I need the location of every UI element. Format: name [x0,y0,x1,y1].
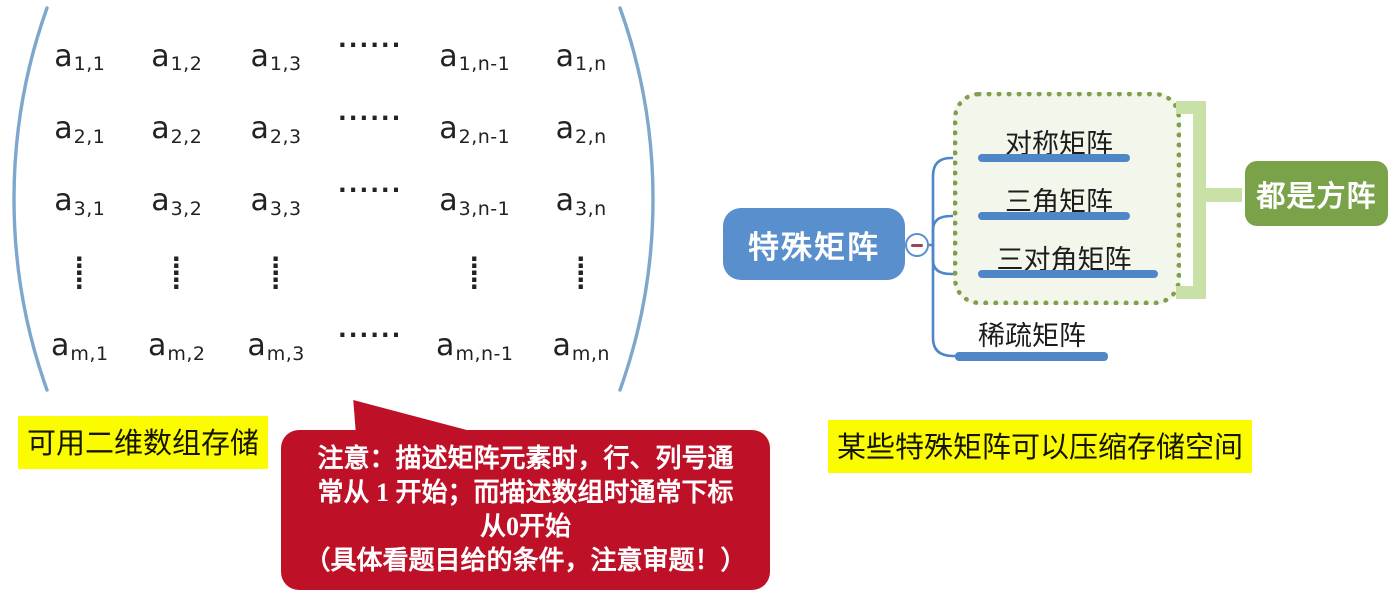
matrix-ellipsis-h: ······ [337,33,403,60]
callout-tail [353,400,472,432]
mindmap-group-box [953,92,1181,305]
bracket-vertical-bar [1193,101,1206,299]
callout-text: 注意：描述矩阵元素时，行、列号通 常从 1 开始；而描述数组时通常下标 从0开始… [281,430,770,590]
callout-line: （具体看题目给的条件，注意审题！） [304,545,747,575]
matrix-parentheses [12,6,655,392]
bracket-middle-stub [1206,188,1242,202]
right-parenthesis [618,6,655,392]
bracket-top-arm [1176,101,1206,114]
minus-icon [911,243,923,247]
note-2d-array-storage: 可用二维数组存储 [18,416,269,469]
callout-line: 常从 1 开始；而描述数组时通常下标 [317,478,734,508]
matrix-ellipsis-v: ⋮ ⋮ [462,251,487,295]
mindmap-side-note-node: 都是方阵 [1245,161,1388,226]
callout-line: 从0开始 [479,512,571,541]
callout-bubble: 注意：描述矩阵元素时，行、列号通 常从 1 开始；而描述数组时通常下标 从0开始… [281,400,770,590]
matrix-ellipsis-v: ⋮ ⋮ [263,251,288,295]
matrix-ellipsis-v: ⋮ ⋮ [568,251,593,295]
left-parenthesis [12,6,49,392]
item-underline-bar [978,154,1130,162]
mindmap-root-node: 特殊矩阵 [723,208,905,280]
matrix-ellipsis-h: ······ [337,322,403,349]
matrix-ellipsis-v: ⋮ ⋮ [164,251,189,295]
bracket-bottom-arm [1176,286,1206,299]
callout-line: 注意：描述矩阵元素时，行、列号通 [317,444,734,474]
matrix-ellipsis-v: ⋮ ⋮ [67,251,92,295]
mindmap-item-sparse: 稀疏矩阵 [978,321,1086,352]
item-underline-bar [978,212,1130,220]
item-underline-bar [955,352,1108,361]
note-compressed-storage: 某些特殊矩阵可以压缩存储空间 [828,420,1253,473]
collapse-minus-button[interactable] [905,233,929,257]
matrix-ellipsis-h: ······ [337,177,403,204]
item-underline-bar [978,270,1158,278]
matrix-ellipsis-h: ······ [337,105,403,132]
